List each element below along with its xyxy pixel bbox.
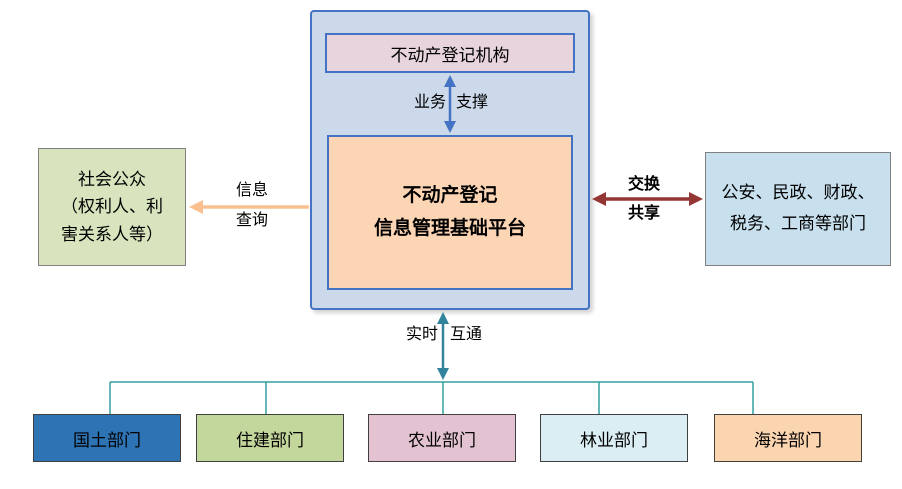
department-box-land: 国土部门 xyxy=(33,414,181,462)
interop-label: 互通 xyxy=(450,326,483,343)
gov-line1: 公安、民政、财政、 xyxy=(721,183,875,203)
platform-box: 不动产登记 信息管理基础平台 xyxy=(327,135,573,290)
public-box: 社会公众 （权利人、利 害关系人等） xyxy=(38,148,186,266)
department-label: 国土部门 xyxy=(73,430,141,450)
share-label: 共享 xyxy=(627,205,660,222)
platform-title-line1: 不动产登记 xyxy=(402,185,498,207)
department-connector-lines xyxy=(109,381,754,414)
department-box-housing: 住建部门 xyxy=(196,414,344,462)
public-line2: （权利人、利 xyxy=(61,197,163,217)
public-line1: 社会公众 xyxy=(78,170,146,190)
department-box-ocean: 海洋部门 xyxy=(714,414,862,462)
realtime-label: 实时 xyxy=(405,326,438,343)
registration-agency-label: 不动产登记机构 xyxy=(390,45,510,65)
support-label: 支撑 xyxy=(456,94,489,111)
department-box-forestry: 林业部门 xyxy=(540,414,688,462)
department-label: 林业部门 xyxy=(580,430,648,450)
realtime-interop-arrow xyxy=(437,312,449,380)
info-label: 信息 xyxy=(235,182,268,199)
gov-departments-box: 公安、民政、财政、 税务、工商等部门 xyxy=(705,152,891,266)
exchange-label: 交换 xyxy=(627,176,660,193)
department-label: 住建部门 xyxy=(236,430,304,450)
business-label: 业务 xyxy=(413,94,446,111)
gov-line2: 税务、工商等部门 xyxy=(730,214,866,233)
department-box-agriculture: 农业部门 xyxy=(368,414,516,462)
department-label: 海洋部门 xyxy=(754,430,822,450)
department-label: 农业部门 xyxy=(408,430,476,450)
query-label: 查询 xyxy=(235,212,268,229)
registration-agency-box: 不动产登记机构 xyxy=(325,33,575,73)
public-line3: 害关系人等） xyxy=(61,224,163,244)
platform-title-line2: 信息管理基础平台 xyxy=(373,217,526,239)
